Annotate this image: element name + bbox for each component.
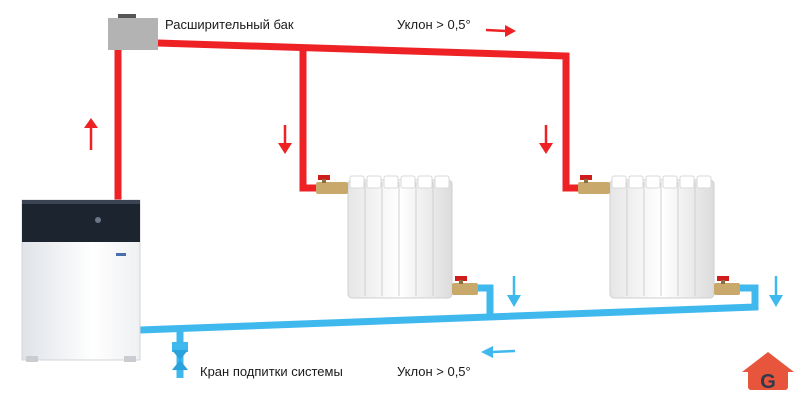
radiator-2-outlet-valve-icon xyxy=(714,276,740,295)
return-1-down-arrow-icon xyxy=(507,276,521,307)
return-left-arrow-icon xyxy=(481,346,516,358)
expansion-tank xyxy=(108,14,158,50)
branch-2-down-arrow-icon xyxy=(539,125,553,154)
return-main-pipe xyxy=(139,284,759,334)
return-branch-pipe xyxy=(475,284,494,316)
branch-1-down-arrow-icon xyxy=(278,125,292,154)
makeup-valve-label: Кран подпитки системы xyxy=(200,364,343,379)
supply-main-pipe xyxy=(157,39,590,192)
radiator-1-outlet-valve-icon xyxy=(452,276,478,295)
radiator-2 xyxy=(609,175,715,299)
logo-letter: G xyxy=(760,371,776,393)
radiator-2-inlet-valve-icon xyxy=(578,175,610,194)
supply-branch-pipe xyxy=(299,49,325,192)
logo-watermark: G xyxy=(742,352,794,393)
makeup-valve-icon xyxy=(172,342,188,370)
riser-up-arrow-icon xyxy=(84,118,98,150)
boiler xyxy=(21,199,141,362)
radiator-1 xyxy=(347,175,453,299)
expansion-tank-label: Расширительный бак xyxy=(165,17,294,32)
radiator-1-inlet-valve-icon xyxy=(316,175,348,194)
return-2-down-arrow-icon xyxy=(769,276,783,307)
supply-slope-label: Уклон > 0,5° xyxy=(397,17,471,32)
return-slope-label: Уклон > 0,5° xyxy=(397,364,471,379)
supply-right-arrow-icon xyxy=(485,25,516,37)
